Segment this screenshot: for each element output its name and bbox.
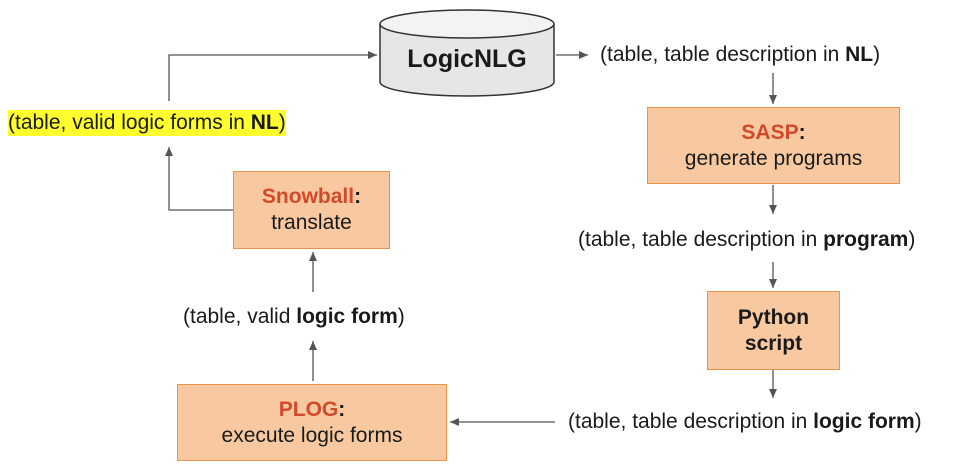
snowball-name: Snowball (261, 185, 355, 208)
program-description-bold: program (823, 228, 909, 251)
logic-description-label: (table, table description in logic form) (568, 409, 922, 435)
sasp-box: SASP: generate programs (647, 107, 900, 184)
program-description-label: (table, table description in program) (578, 227, 915, 253)
plog-name: PLOG (278, 397, 339, 421)
program-description-pre: (table, table description in (578, 228, 824, 251)
sasp-name: SASP (741, 120, 799, 144)
logic-description-post: ) (914, 410, 922, 433)
snowball-title: Snowball: (262, 184, 361, 210)
plog-colon: : (338, 397, 346, 421)
sasp-colon: : (798, 120, 806, 144)
plog-title: PLOG: (279, 397, 346, 423)
valid-logic-form-label: (table, valid logic form) (183, 304, 405, 330)
nl-description-bold: NL (845, 43, 874, 66)
valid-logic-form-post: ) (397, 305, 405, 328)
python-script-line1: Python (737, 305, 810, 329)
snowball-description: translate (271, 211, 352, 234)
logicnlg-database (379, 9, 555, 97)
nl-description-post: ) (873, 43, 881, 66)
sasp-description: generate programs (684, 146, 863, 170)
snowball-box: Snowball: translate (233, 171, 390, 249)
program-description-post: ) (908, 228, 916, 251)
valid-nl-post: ) (278, 111, 286, 134)
logic-description-pre: (table, table description in (568, 410, 814, 433)
python-script-box: Python script (707, 291, 840, 370)
valid-nl-label: (table, valid logic forms in NL) (8, 110, 286, 136)
logic-description-bold: logic form (813, 410, 915, 433)
arrow-valid-nl-to-db (168, 51, 377, 101)
plog-description: execute logic forms (221, 423, 403, 447)
plog-box: PLOG: execute logic forms (177, 384, 447, 461)
database-label: LogicNLG (407, 45, 527, 73)
python-script-line2: script (744, 331, 803, 355)
sasp-title: SASP: (741, 120, 805, 146)
valid-nl-bold: NL (250, 111, 279, 134)
nl-description-label: (table, table description in NL) (600, 42, 880, 68)
valid-nl-pre: (table, valid logic forms in (8, 111, 251, 134)
nl-description-pre: (table, table description in (600, 43, 846, 66)
arrow-snowball-to-valid-nl (165, 147, 233, 211)
valid-logic-form-pre: (table, valid (183, 305, 297, 328)
snowball-colon: : (354, 185, 362, 208)
valid-logic-form-bold: logic form (296, 305, 398, 328)
